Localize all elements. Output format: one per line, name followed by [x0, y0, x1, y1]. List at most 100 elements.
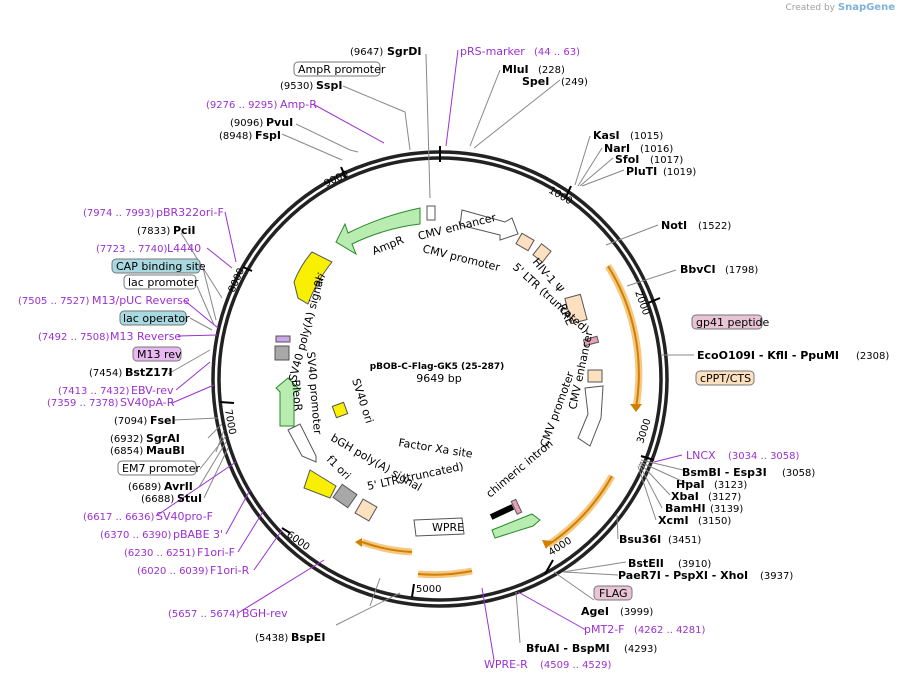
- primer-wpre-r-pos: (4509 .. 4529): [540, 660, 612, 671]
- flag-marker: [510, 498, 523, 515]
- primer-ebv-pos: (7413 .. 7432): [58, 386, 130, 397]
- enzyme-kasi: KasI: [593, 129, 620, 142]
- f1-ori-arrow: [303, 469, 337, 499]
- enzyme-maubi: MauBI: [146, 444, 185, 457]
- ltr-box-1: [515, 232, 535, 252]
- label-lacoperator: lac operator: [123, 312, 190, 325]
- pos-ecoo109i: (2308): [856, 351, 889, 362]
- plasmid-name: pBOB-C-Flag-GK5 (25-287): [370, 362, 505, 372]
- primer-l4440-pos: (7723 .. 7740): [96, 244, 168, 255]
- plasmid-length: 9649 bp: [416, 372, 461, 385]
- primer-sv40pro-pos: (6617 .. 6636): [83, 512, 155, 523]
- pos-noti: (1522): [698, 221, 731, 232]
- pos-sspi: (9530): [280, 81, 313, 92]
- primer-prs-marker-pos: (44 .. 63): [534, 47, 580, 58]
- label-cppt: cPPT/CTS: [700, 372, 751, 385]
- enzyme-avrii: AvrII: [164, 480, 193, 493]
- inner-features: [274, 205, 604, 539]
- leader-lines: [167, 53, 694, 644]
- enzyme-agei: AgeI: [581, 605, 609, 618]
- box-em7: [117, 460, 197, 476]
- pos-bamhi: (3139): [710, 504, 743, 515]
- snapgene-credit: Created by SnapGene: [785, 2, 895, 13]
- sv40-promoter-arrow: [287, 423, 317, 463]
- label-f1-ori: f1 ori: [324, 453, 353, 482]
- primer-lncx: LNCX: [686, 449, 716, 462]
- m13-marker: [275, 335, 291, 343]
- pos-bsu36i: (3451): [668, 535, 701, 546]
- pos-bspei: (5438): [255, 633, 288, 644]
- pos-pcii: (7833): [137, 226, 170, 237]
- orange-arc-right-line: [607, 265, 640, 409]
- bleor-arrow: [275, 377, 301, 427]
- chimeric-intron-green: [491, 513, 541, 539]
- pos-pluti: (1019): [663, 167, 696, 178]
- primer-lines: [155, 49, 683, 661]
- pos-avrii: (6689): [128, 482, 161, 493]
- pos-mlui: (228): [538, 65, 565, 76]
- primer-m13rev-pos: (7492 .. 7508): [38, 332, 110, 343]
- gray-box-lower: [332, 483, 358, 509]
- label-bleor: BleoR: [289, 379, 305, 412]
- tick-marks: [219, 146, 661, 598]
- snapgene-brand: SnapGene: [837, 2, 895, 13]
- box-lacpromoter: [123, 274, 197, 290]
- pos-sfoi: (1017): [650, 155, 683, 166]
- box-cap: [111, 258, 201, 274]
- pos-stui: (6688): [141, 494, 174, 505]
- enzyme-nari: NarI: [604, 142, 630, 155]
- pos-maubi: (6854): [110, 446, 143, 457]
- primer-ampr: Amp-R: [280, 98, 317, 111]
- enzyme-sgrai: SgrAI: [146, 432, 180, 445]
- pos-bfuai: (4293): [624, 644, 657, 655]
- box-cppt: [695, 370, 755, 386]
- enzyme-pvui: PvuI: [266, 116, 293, 129]
- orange-arc-bottom2-line: [361, 541, 413, 553]
- primer-pbr322-pos: (7974 .. 7993): [83, 208, 155, 219]
- enzyme-pluti: PluTI: [626, 165, 657, 178]
- enzyme-fsei: FseI: [150, 414, 176, 427]
- chimeric-intron-black: [489, 504, 515, 520]
- enzyme-bbvci: BbvCI: [680, 263, 716, 276]
- label-sv40-ori: SV40 ori: [349, 377, 376, 425]
- enzyme-pcii: PciI: [173, 224, 195, 237]
- enzyme-bfuai: BfuAI - BspMI: [526, 642, 610, 655]
- primer-prs-marker: pRS-marker: [460, 45, 525, 58]
- sv40-ori-box: [331, 401, 349, 419]
- ori-arrow: [293, 251, 333, 305]
- pos-hpai: (3123): [714, 480, 747, 491]
- label-gp41: gp41 peptide: [696, 316, 770, 329]
- pos-xcmi: (3150): [698, 516, 731, 527]
- ltr-peach-box: [354, 498, 378, 522]
- enzyme-ecoo109i: EcoO109I - KflI - PpuMI: [697, 349, 839, 362]
- enzyme-mlui: MluI: [502, 63, 529, 76]
- enzyme-spei: SpeI: [522, 75, 549, 88]
- enzyme-sfoi: SfoI: [615, 153, 639, 166]
- pos-bsteii: (3910): [678, 559, 711, 570]
- primer-pbabe: pBABE 3': [173, 528, 223, 541]
- cppt-box: [587, 369, 603, 383]
- pos-sgrai: (6932): [110, 434, 143, 445]
- orange-arc-lower-line: [547, 475, 613, 546]
- label-factor-xa: Factor Xa site: [398, 436, 474, 461]
- primer-pmt2-pos: (4262 .. 4281): [634, 625, 706, 636]
- cmv-top-arrow: [459, 209, 519, 241]
- box-gp41: [691, 314, 763, 330]
- primer-sv40pro: SV40pro-F: [156, 510, 213, 523]
- primer-bgh-pos: (5657 .. 5674): [168, 609, 240, 620]
- enzyme-stui: StuI: [177, 492, 202, 505]
- pos-bstz17i: (7454): [89, 368, 122, 379]
- gp41-marker: [582, 335, 600, 347]
- tick-labels: 1000 2000 3000 4000 5000 6000 7000 8000 …: [222, 169, 654, 595]
- pos-sgrdi: (9647): [350, 47, 383, 58]
- enzyme-paer7i: PaeR7I - PspXI - XhoI: [618, 569, 748, 582]
- primer-f1orif: F1ori-F: [197, 546, 235, 559]
- primer-f1orir-pos: (6020 .. 6039): [137, 566, 209, 577]
- label-wpre: WPRE: [432, 521, 464, 534]
- pos-paer7i: (3937): [760, 571, 793, 582]
- tick-7000: 7000: [222, 409, 237, 436]
- orange-arc-right: [605, 264, 643, 409]
- label-cmv-promoter-1: CMV promoter: [421, 242, 501, 274]
- label-em7: EM7 promoter: [122, 462, 200, 475]
- label-flag: FLAG: [599, 587, 628, 600]
